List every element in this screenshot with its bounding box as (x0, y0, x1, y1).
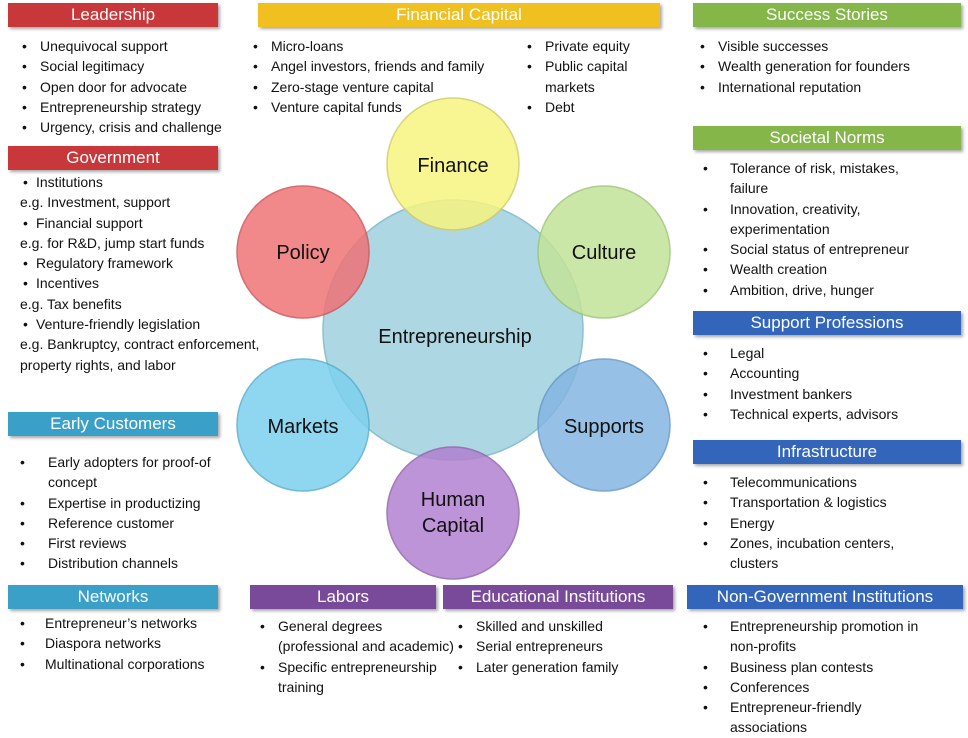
supports-label: Supports (564, 416, 644, 438)
list-item: Public capital markets (517, 56, 667, 97)
list-item: Visible successes (690, 36, 960, 57)
list-item: Angel investors, friends and family (243, 56, 523, 77)
list-item: Wealth generation for founders (690, 56, 960, 77)
markets-circle (236, 358, 370, 492)
list-item: Innovation, creativity, experimentation (693, 199, 938, 240)
non-government-institutions-list: Entrepreneurship promotion in non-profit… (693, 616, 923, 738)
markets-label: Markets (267, 416, 338, 438)
list-item: Multinational corporations (10, 654, 245, 675)
policy-circle (236, 185, 370, 319)
networks-list: Entrepreneur’s networks Diaspora network… (10, 613, 245, 674)
list-item: Ambition, drive, hunger (693, 280, 938, 301)
list-item: Zones, incubation centers, clusters (693, 533, 938, 574)
list-item: Legal (693, 343, 953, 364)
supports-circle (537, 358, 671, 492)
financial-capital-list-1: Micro-loans Angel investors, friends and… (243, 36, 523, 117)
list-item: Investment bankers (693, 384, 953, 405)
list-item: Wealth creation (693, 259, 938, 280)
government-list: Institutions e.g. Investment, support Fi… (20, 172, 260, 375)
list-item: Micro-loans (243, 36, 523, 57)
list-item: Entrepreneurship strategy (12, 97, 252, 118)
support-professions-header: Support Professions (693, 311, 961, 335)
list-item: Unequivocal support (12, 36, 252, 57)
list-item: Specific entrepreneurship training (250, 657, 455, 698)
list-item: Early adopters for proof-of concept (10, 452, 235, 493)
list-item: Transportation & logistics (693, 492, 938, 513)
list-item: Urgency, crisis and challenge (12, 117, 252, 138)
societal-norms-header: Societal Norms (693, 126, 961, 150)
non-government-institutions-header: Non-Government Institutions (687, 585, 963, 609)
list-item: Distribution channels (10, 553, 235, 574)
list-item: Incentives (20, 273, 260, 294)
list-item: Energy (693, 513, 938, 534)
list-item: Business plan contests (693, 657, 923, 678)
government-header: Government (8, 146, 218, 170)
finance-label: Finance (417, 155, 488, 177)
list-item: Entrepreneurship promotion in non-profit… (693, 616, 923, 657)
list-item: Conferences (693, 677, 923, 698)
culture-label: Culture (572, 242, 636, 264)
human-capital-label-1: Human (421, 489, 485, 511)
early-customers-list: Early adopters for proof-of concept Expe… (10, 452, 235, 574)
list-item: Financial support (20, 213, 260, 234)
list-item: Open door for advocate (12, 77, 252, 98)
list-item: Later generation family (448, 657, 673, 678)
human-capital-circle (386, 446, 520, 580)
list-item: Entrepreneur’s networks (10, 613, 245, 634)
labors-header: Labors (250, 585, 436, 609)
list-item: First reviews (10, 533, 235, 554)
success-stories-list: Visible successes Wealth generation for … (690, 36, 960, 97)
financial-capital-list-2: Private equity Public capital markets De… (517, 36, 667, 117)
list-item: e.g. for R&D, jump start funds (20, 234, 205, 251)
list-item: Private equity (517, 36, 667, 57)
list-item: International reputation (690, 77, 960, 98)
list-item: Institutions (20, 172, 260, 193)
societal-norms-list: Tolerance of risk, mistakes, failure Inn… (693, 158, 938, 300)
early-customers-header: Early Customers (8, 412, 218, 436)
list-item: Reference customer (10, 513, 235, 534)
culture-circle (537, 185, 671, 319)
list-item: Venture-friendly legislation (20, 314, 260, 335)
list-item: Debt (517, 97, 667, 118)
networks-header: Networks (8, 585, 218, 609)
list-item: Telecommunications (693, 472, 938, 493)
list-item: e.g. Tax benefits (20, 295, 122, 312)
list-item: Expertise in productizing (10, 493, 235, 514)
educational-institutions-header: Educational Institutions (443, 585, 673, 609)
list-item: Accounting (693, 363, 953, 384)
leadership-header: Leadership (8, 3, 218, 27)
list-item: Zero-stage venture capital (243, 77, 523, 98)
list-item: Diaspora networks (10, 633, 245, 654)
list-item: Skilled and unskilled (448, 616, 673, 637)
list-item: Venture capital funds (243, 97, 523, 118)
educational-institutions-list: Skilled and unskilled Serial entrepreneu… (448, 616, 673, 677)
financial-capital-header: Financial Capital (258, 3, 660, 27)
list-item: Serial entrepreneurs (448, 636, 673, 657)
list-item: Social legitimacy (12, 56, 252, 77)
infrastructure-header: Infrastructure (693, 440, 961, 464)
labors-list: General degrees (professional and academ… (250, 616, 455, 697)
success-stories-header: Success Stories (693, 3, 961, 27)
human-capital-label-2: Capital (422, 515, 484, 537)
infrastructure-list: Telecommunications Transportation & logi… (693, 472, 938, 573)
list-item: Tolerance of risk, mistakes, failure (693, 158, 938, 199)
list-item: General degrees (professional and academ… (250, 616, 455, 657)
list-item: Technical experts, advisors (693, 404, 953, 425)
list-item: Entrepreneur-friendly associations (693, 697, 923, 738)
list-item: e.g. Bankruptcy, contract enforcement, p… (20, 336, 260, 373)
list-item: e.g. Investment, support (20, 194, 171, 211)
support-professions-list: Legal Accounting Investment bankers Tech… (693, 343, 953, 424)
center-label: Entrepreneurship (378, 326, 531, 348)
policy-label: Policy (276, 242, 329, 264)
list-item: Regulatory framework (20, 253, 260, 274)
leadership-list: Unequivocal support Social legitimacy Op… (12, 36, 252, 138)
list-item: Social status of entrepreneur (693, 239, 938, 260)
